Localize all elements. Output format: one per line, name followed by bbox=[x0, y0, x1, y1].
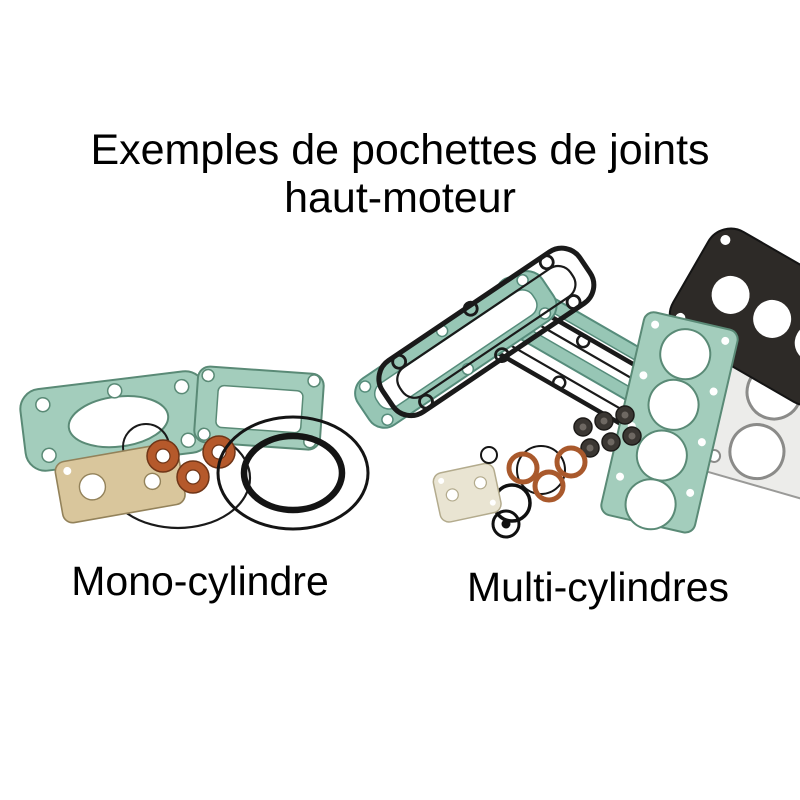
copper-washers bbox=[146, 435, 236, 494]
oil-seal bbox=[491, 509, 521, 539]
cylinder-head-gasket bbox=[600, 311, 739, 534]
thick-oring-inner bbox=[240, 432, 346, 514]
multi-cylinder-gasket-set bbox=[354, 227, 800, 539]
caption-multi-cylindres: Multi-cylindres bbox=[467, 564, 729, 610]
base-gasket-right bbox=[193, 365, 325, 451]
valve-cover-gasket-outline-left bbox=[376, 245, 597, 419]
tiny-oring bbox=[480, 446, 498, 464]
title-line-2: haut-moteur bbox=[284, 174, 516, 223]
title-line-1: Exemples de pochettes de joints bbox=[90, 126, 710, 174]
page-title: Exemples de pochettes de joints haut-mot… bbox=[0, 126, 800, 222]
caption-mono-cylindre: Mono-cylindre bbox=[71, 558, 329, 604]
large-oring-outer bbox=[216, 415, 370, 531]
valve-stem-seals bbox=[573, 405, 642, 458]
copper-sealing-rings bbox=[506, 445, 588, 503]
mono-cylinder-gasket-set bbox=[19, 365, 370, 531]
dark-cover-gasket bbox=[668, 227, 800, 407]
thin-oring bbox=[516, 445, 566, 495]
valve-cover-gasket-teal-left bbox=[354, 270, 558, 429]
small-paper-gasket bbox=[432, 462, 502, 523]
